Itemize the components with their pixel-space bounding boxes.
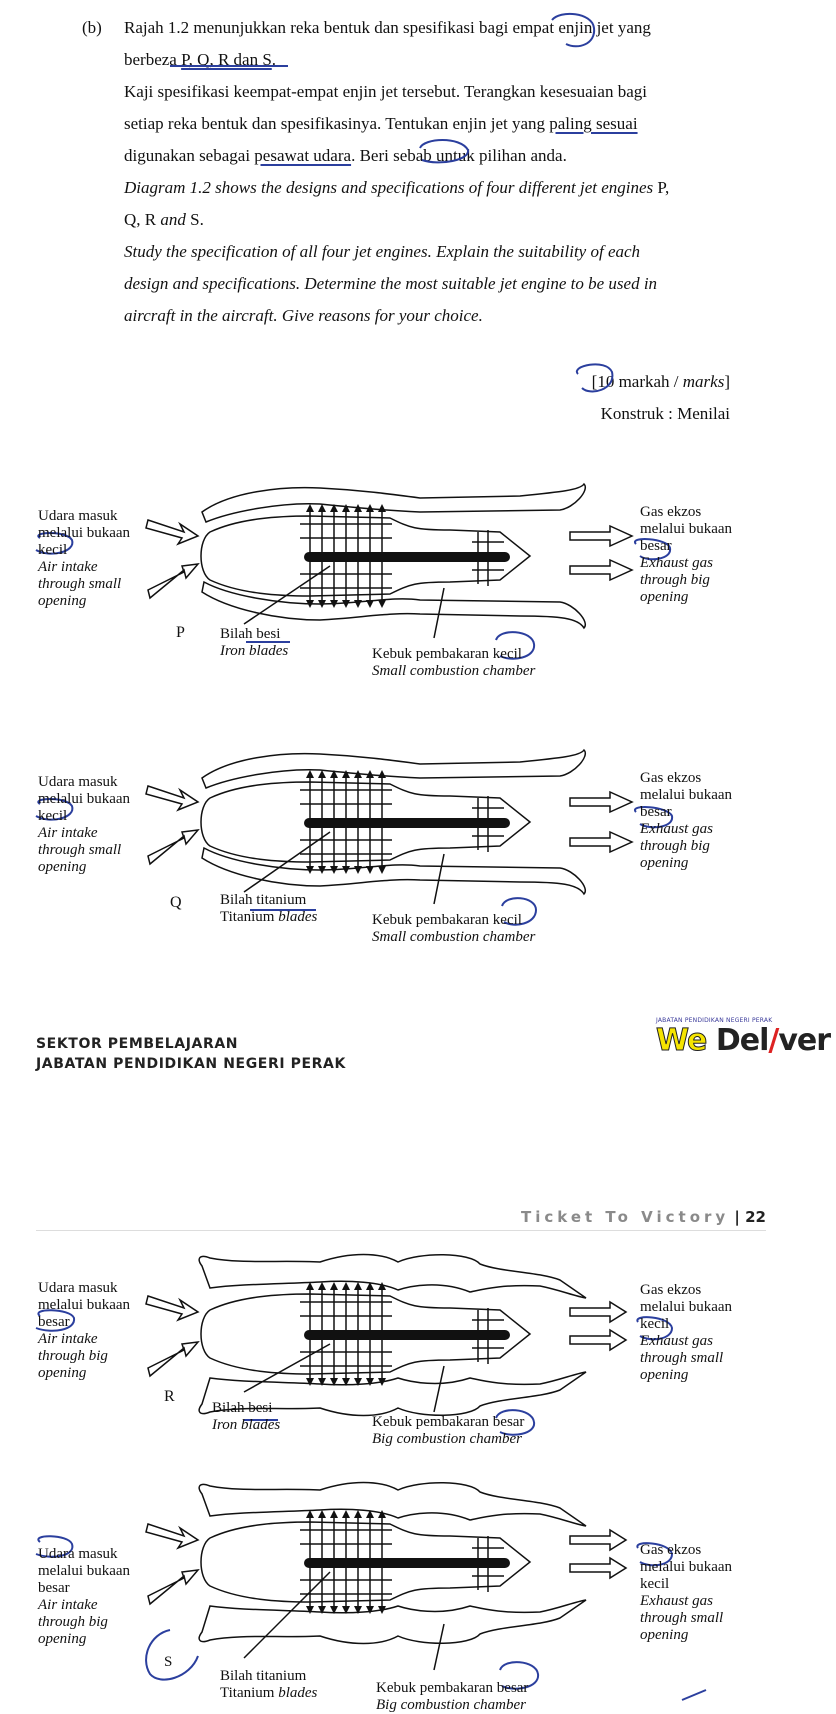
footer-sector: SEKTOR PEMBELAJARAN <box>36 1036 239 1052</box>
q-line-6: Diagram 1.2 shows the designs and specif… <box>124 178 670 197</box>
question-label: (b) <box>82 18 102 37</box>
engine-P-id: P <box>176 624 185 641</box>
q-line-8: Study the specification of all four jet … <box>124 242 641 261</box>
q-line-9: design and specifications. Determine the… <box>124 274 658 293</box>
q-line-7: Q, R and S. <box>124 210 204 229</box>
engine-Q-drawing <box>35 748 674 926</box>
header-divider <box>36 1230 766 1231</box>
q-line-4: setiap reka bentuk dan spesifikasinya. T… <box>124 114 638 133</box>
question-annotations <box>170 12 614 393</box>
q-line-1: Rajah 1.2 menunjukkan reka bentuk dan sp… <box>124 18 651 37</box>
q-line-2: berbeza P, Q, R dan S. <box>124 50 277 69</box>
engine-R-drawing <box>35 1253 674 1436</box>
engine-S-id: S <box>164 1654 173 1670</box>
engine-S-drawing <box>35 1481 707 1701</box>
ticket-to-victory-header: Ticket To Victory | 22 <box>520 1208 766 1226</box>
q-line-10: aircraft in the aircraft. Give reasons f… <box>124 306 483 325</box>
logo-caption: JABATAN PENDIDIKAN NEGERI PERAK <box>656 1017 773 1024</box>
q-line-5: digunakan sebagai pesawat udara. Beri se… <box>124 146 567 165</box>
q-line-3: Kaji spesifikasi keempat-empat enjin jet… <box>124 82 647 101</box>
engine-Q-id: Q <box>170 894 182 911</box>
we-deliver-logo: We Del/ver <box>655 1023 831 1058</box>
construct-label: Konstruk : Menilai <box>600 404 730 423</box>
engine-R-id: R <box>164 1388 175 1405</box>
footer-department: JABATAN PENDIDIKAN NEGERI PERAK <box>36 1056 346 1072</box>
engine-P-drawing <box>35 482 672 660</box>
